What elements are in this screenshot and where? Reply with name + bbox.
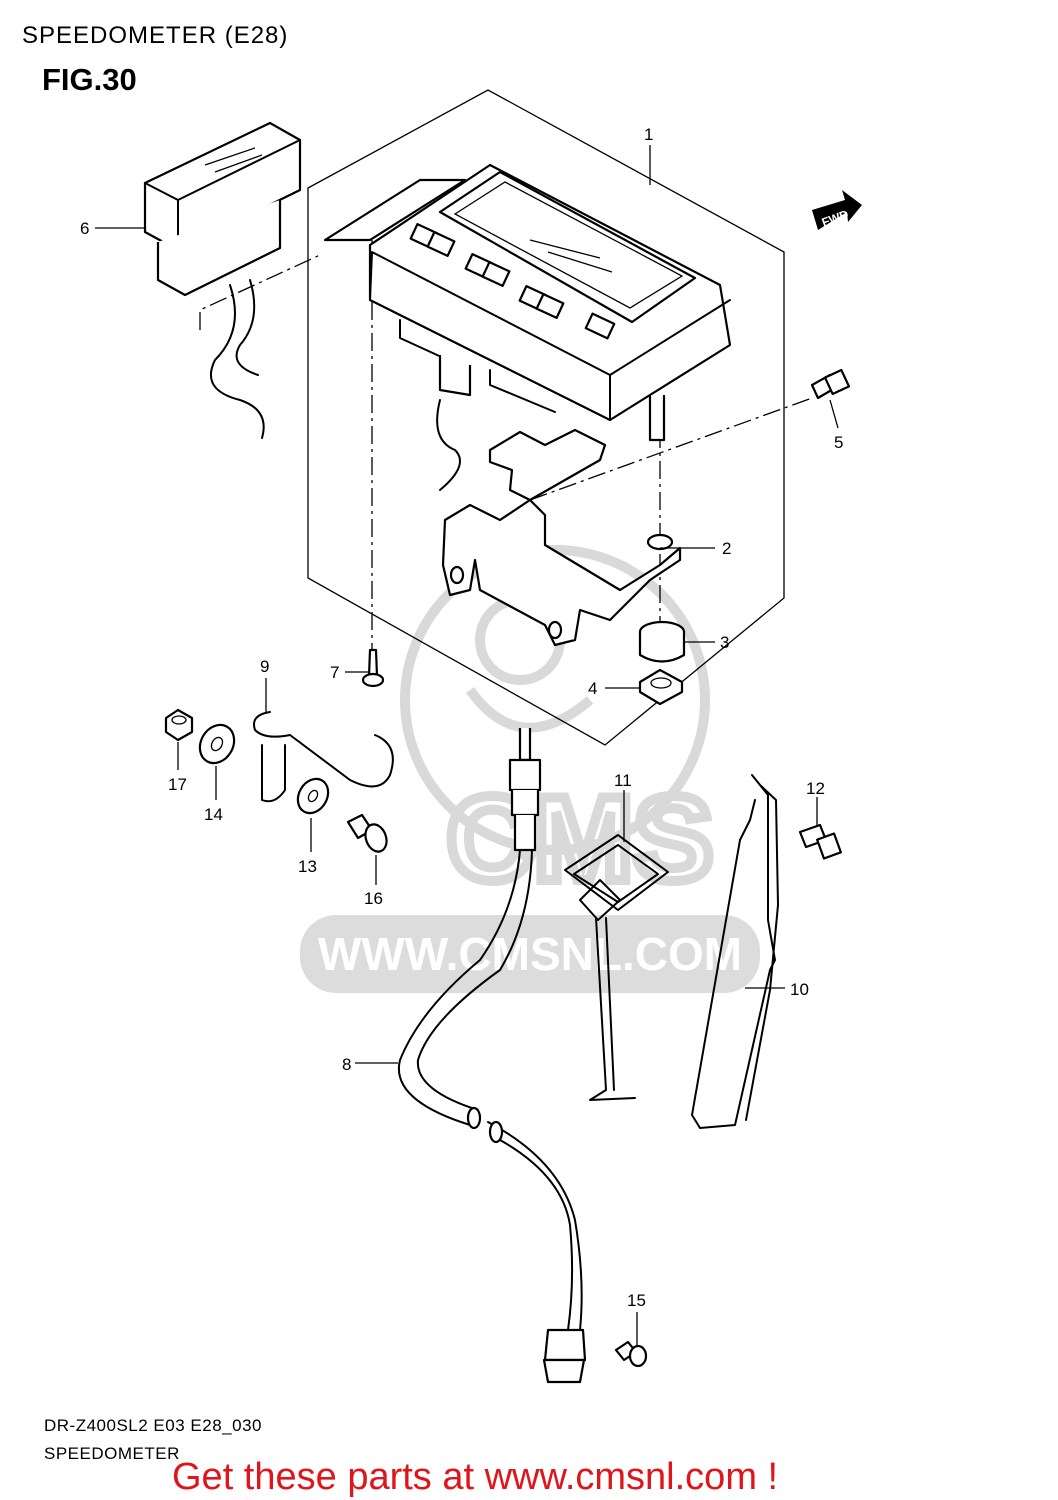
callout-10: 10 [790, 980, 809, 999]
leader-lines [95, 145, 839, 1345]
promo-link[interactable]: Get these parts at www.cmsnl.com ! [172, 1456, 779, 1498]
connector-part [143, 121, 302, 439]
fwd-arrow-icon: FWD [812, 190, 862, 230]
alignment-line-bolt [529, 397, 813, 501]
callout-3: 3 [720, 633, 729, 652]
page-title: SPEEDOMETER (E28) [22, 22, 289, 49]
screw-7 [361, 648, 385, 688]
callout-13: 13 [298, 857, 317, 876]
figure-number: FIG.30 [42, 62, 137, 97]
nut-17 [164, 708, 194, 742]
callout-5: 5 [834, 433, 843, 452]
screw-16 [346, 813, 388, 853]
washer-14 [198, 723, 236, 765]
bolt-5 [810, 368, 851, 400]
alignment-line [199, 254, 321, 330]
callout-2: 2 [722, 539, 731, 558]
long-clamp-10 [691, 774, 779, 1129]
speedometer-unit [323, 163, 732, 491]
watermark-url: WWW.CMSNL.COM [318, 928, 742, 980]
callout-8: 8 [342, 1055, 351, 1074]
screw-15 [614, 1340, 648, 1368]
callout-11: 11 [614, 771, 632, 790]
callout-14: 14 [204, 805, 223, 824]
callout-12: 12 [806, 779, 825, 798]
callout-16: 16 [364, 889, 383, 908]
bracket [441, 428, 682, 647]
callout-labels: 1 2 3 4 5 6 7 8 9 10 11 12 13 14 15 16 1… [80, 125, 843, 1310]
watermark-banner [300, 915, 760, 993]
section-name: SPEEDOMETER [44, 1444, 180, 1463]
watermark: WWW.CMSNL.COM CMS [300, 545, 760, 993]
callout-7: 7 [330, 663, 339, 682]
damper [638, 620, 686, 663]
collar [638, 668, 684, 706]
callout-17: 17 [168, 775, 187, 794]
speedometer-cable [397, 728, 587, 1384]
bolt-12 [798, 823, 842, 860]
callout-6: 6 [80, 219, 89, 238]
cable-guide-11 [564, 834, 669, 1101]
assembly-outline [307, 89, 785, 746]
wire-clamp-9 [253, 711, 394, 803]
callout-9: 9 [260, 657, 269, 676]
callout-1: 1 [644, 125, 653, 144]
washer-13 [296, 777, 330, 815]
model-code: DR-Z400SL2 E03 E28_030 [44, 1416, 262, 1435]
callout-4: 4 [588, 679, 597, 698]
callout-15: 15 [627, 1291, 646, 1310]
watermark-brand: CMS [447, 772, 714, 906]
